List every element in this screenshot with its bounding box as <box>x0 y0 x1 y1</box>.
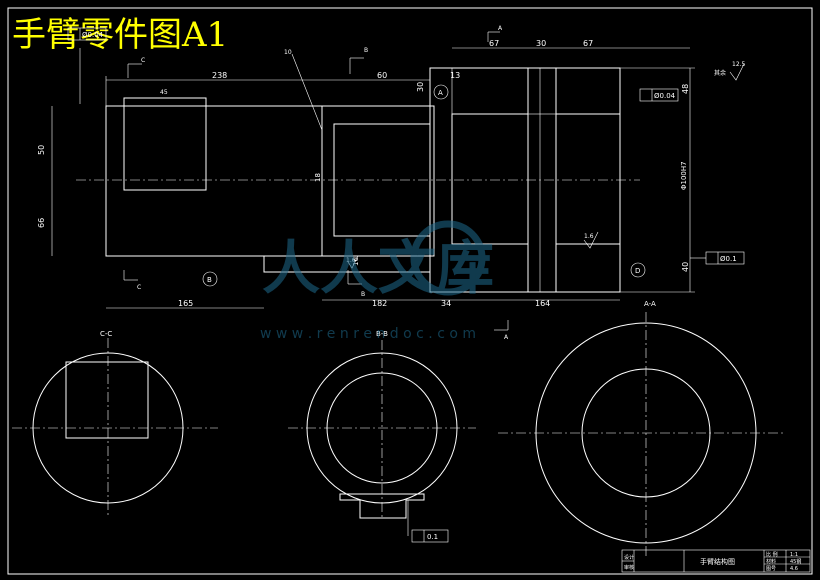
section-c-c: C-C <box>12 330 218 516</box>
drawing-title: 手臂零件图A1 <box>12 15 228 55</box>
dim-50: 50 <box>37 145 46 155</box>
dim-30b: 30 <box>416 82 425 92</box>
tolerance-frame-2: Ø0.04 <box>639 88 679 102</box>
section-arrows: C C B B A A <box>123 25 509 341</box>
dim-18: 18 <box>314 173 322 182</box>
datum-d: D <box>630 262 646 278</box>
dim-66: 66 <box>37 218 46 228</box>
section-c-bot: C <box>137 284 141 291</box>
watermark-ring <box>410 220 486 296</box>
tol-value-2: Ø0.04 <box>654 92 676 100</box>
dim-60: 60 <box>377 71 387 80</box>
tol-value-4: 0.1 <box>427 533 438 541</box>
dim-67a: 67 <box>489 39 499 48</box>
datum-a-label: A <box>438 89 443 97</box>
tb-material-label: 材料 <box>766 558 776 565</box>
roughness-2: 1.6 <box>583 231 599 249</box>
datum-b-label: B <box>207 276 212 284</box>
dim-30-top: 30 <box>536 39 546 48</box>
dimensions <box>51 47 695 309</box>
section-a-bot: A <box>504 334 509 341</box>
section-label-bb: B-B <box>376 330 388 338</box>
arm-slot <box>123 97 207 191</box>
bb-key <box>339 493 425 519</box>
roughness-value-1: 12.5 <box>732 61 746 68</box>
section-b-top: B <box>364 47 368 54</box>
dim-48: 48 <box>681 84 690 94</box>
datum-a: A <box>433 84 449 100</box>
tb-left-1: 设计 <box>624 554 634 561</box>
tol-frame-box <box>411 529 449 543</box>
dim-40: 40 <box>681 262 690 272</box>
sheet-border <box>7 7 813 575</box>
hub-bore-right <box>555 113 621 245</box>
tolerance-frame-4: 0.1 <box>407 500 449 543</box>
section-c-top: C <box>141 57 145 64</box>
section-label-aa: A-A <box>644 300 656 308</box>
tolerance-frame-3: Ø0.1 <box>690 251 745 265</box>
tb-row3-value: 4.6 <box>790 566 798 572</box>
section-a-a: A-A <box>498 300 786 556</box>
dim-165: 165 <box>178 299 193 308</box>
dim-34: 34 <box>441 299 451 308</box>
section-label-cc: C-C <box>100 330 112 338</box>
tb-left-2: 审核 <box>624 564 634 571</box>
tol-value-3: Ø0.1 <box>720 255 737 263</box>
tol-frame-box <box>639 88 679 102</box>
tb-material-value: 45钢 <box>790 558 801 565</box>
tb-ratio-label: 比 例 <box>766 551 778 558</box>
roughness-label-1: 其余 <box>714 69 726 77</box>
tb-ratio-value: 1:1 <box>790 552 798 558</box>
dim-67b: 67 <box>583 39 593 48</box>
dim-45: 45 <box>160 89 168 96</box>
section-b-b: B-B <box>288 330 476 520</box>
dim-164: 164 <box>535 299 550 308</box>
dim-182: 182 <box>372 299 387 308</box>
watermark-url: w w w . r e n r e n d o c . c o m <box>260 326 476 342</box>
cc-slot <box>65 361 149 439</box>
tolerance-frame-1: Ø0.04 <box>67 27 107 41</box>
main-view <box>76 67 640 293</box>
section-a-top: A <box>498 25 503 32</box>
watermark: 人人文库 w w w . r e n r e n d o c . c o m <box>260 220 494 342</box>
hub-top-flange <box>451 67 557 115</box>
lower-step <box>263 255 431 273</box>
section-b-bot: B <box>361 291 365 298</box>
title-block: 设计 审核 手臂结构图 比 例 1:1 材料 45钢 图号 4.6 <box>621 549 811 573</box>
roughness-value-2: 1.6 <box>584 233 594 240</box>
leader-10 <box>291 53 323 131</box>
dim-16: 16 <box>352 257 360 266</box>
tb-row3-label: 图号 <box>766 566 776 572</box>
tol-frame-box <box>67 27 107 41</box>
dim-238: 238 <box>212 71 227 80</box>
tb-drawing-name: 手臂结构图 <box>700 557 735 566</box>
dim-10: 10 <box>284 49 292 56</box>
roughness-1: 12.5 其余 <box>714 61 746 81</box>
roughness-3: 1.6 <box>346 255 359 269</box>
datum-d-label: D <box>635 267 640 275</box>
dim-13: 13 <box>450 71 460 80</box>
roughness-value-3: 1.6 <box>346 257 356 264</box>
datum-b: B <box>202 271 218 287</box>
watermark-logo: 人人文库 <box>262 234 494 302</box>
dim-phi: Φ100H7 <box>680 161 688 190</box>
tol-value-1: Ø0.04 <box>82 31 104 39</box>
